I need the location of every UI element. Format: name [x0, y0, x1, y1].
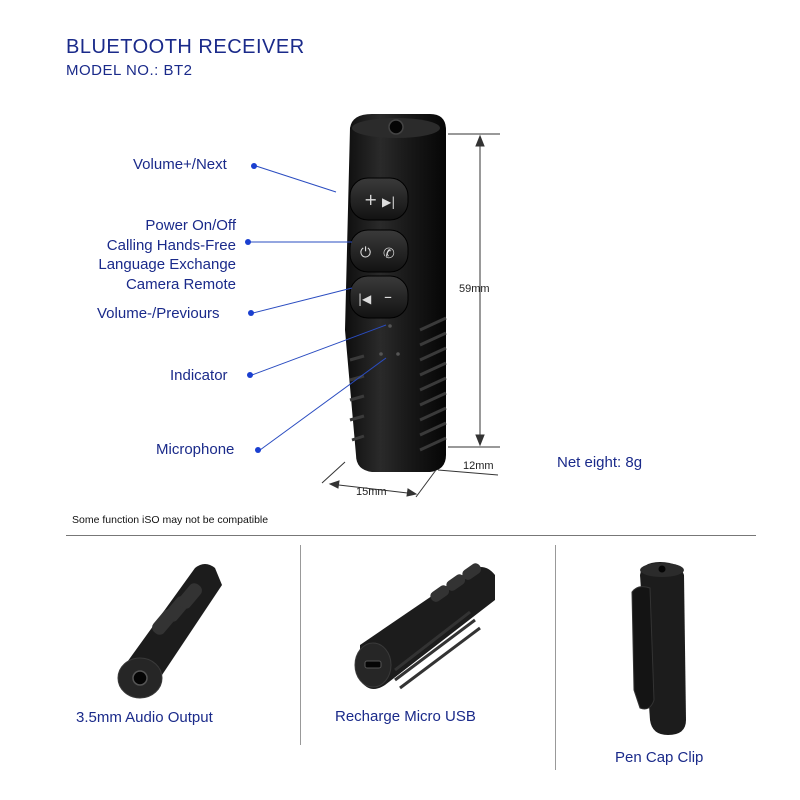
button-power: ⏻ ✆ — [349, 229, 409, 273]
usb-port-icon — [364, 660, 382, 669]
callout-power-line1: Power On/Off — [145, 217, 236, 234]
button-volume-up: + ▶| — [349, 177, 409, 221]
callout-indicator: Indicator — [170, 367, 228, 384]
callout-power: Power On/Off Calling Hands-Free Language… — [88, 216, 236, 294]
svg-text:+: + — [364, 190, 377, 209]
caption-pen-clip: Pen Cap Clip — [615, 749, 704, 766]
dimension-depth: 12mm — [463, 460, 494, 472]
svg-text:▶|: ▶| — [382, 195, 395, 209]
button-volume-down: |◀ – — [349, 275, 409, 319]
column-divider-1 — [300, 545, 301, 745]
pen-clip-image — [631, 562, 686, 735]
column-divider-2 — [555, 545, 556, 770]
audio-jack-icon — [388, 119, 404, 135]
compat-note: Some function iSO may not be compatible — [72, 514, 269, 526]
model-number: MODEL NO.: BT2 — [66, 62, 193, 79]
dimension-height: 59mm — [459, 283, 490, 295]
indicator-hole — [388, 324, 392, 328]
callout-power-line3: Language Exchange — [98, 256, 236, 273]
clip-icon — [631, 586, 655, 710]
svg-text:|◀: |◀ — [358, 292, 372, 306]
caption-audio-output: 3.5mm Audio Output — [76, 709, 213, 726]
callout-volume-down: Volume-/Previours — [97, 305, 220, 322]
caption-micro-usb: Recharge Micro USB — [335, 708, 476, 725]
callout-microphone: Microphone — [156, 441, 235, 458]
product-title: BLUETOOTH RECEIVER — [66, 36, 305, 58]
callout-power-line2: Calling Hands-Free — [106, 236, 236, 254]
svg-text:–: – — [384, 287, 392, 306]
callout-power-line4: Camera Remote — [125, 275, 236, 293]
audio-jack-icon — [132, 670, 148, 686]
micro-usb-image — [354, 563, 495, 690]
dimension-width: 15mm — [356, 486, 387, 498]
audio-jack-icon — [658, 565, 666, 573]
section-divider — [66, 535, 756, 536]
svg-text:⏻: ⏻ — [360, 245, 371, 261]
svg-text:✆: ✆ — [383, 246, 395, 262]
audio-output-image — [117, 564, 222, 699]
net-weight: Net eight: 8g — [557, 454, 643, 471]
callout-volume-up: Volume+/Next — [133, 156, 227, 173]
mic-hole-2 — [396, 352, 400, 356]
mic-hole — [379, 352, 383, 356]
